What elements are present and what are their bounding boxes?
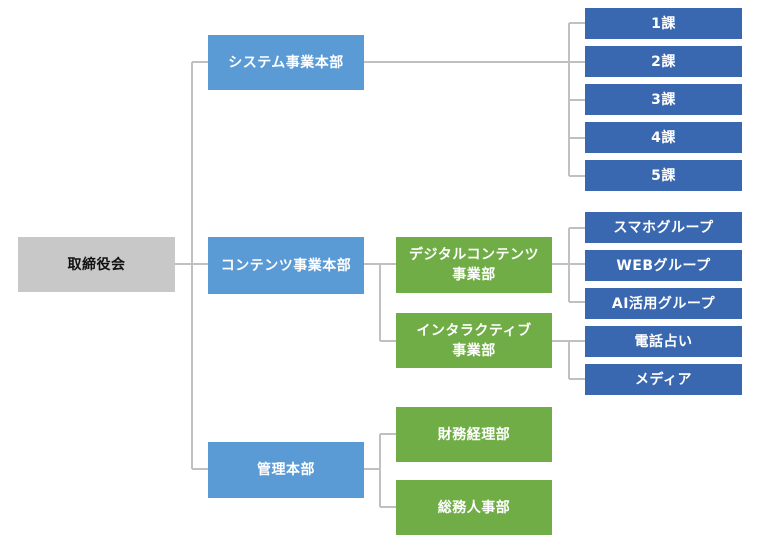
department-digital-content-box: デジタルコンテンツ 事業部 — [396, 237, 552, 293]
department-general-affairs-box: 総務人事部 — [396, 480, 552, 535]
section-2-box: 2課 — [585, 46, 742, 77]
section-4-box: 4課 — [585, 122, 742, 153]
division-content-box: コンテンツ事業本部 — [208, 237, 364, 294]
section-3-box: 3課 — [585, 84, 742, 115]
department-finance-box: 財務経理部 — [396, 407, 552, 462]
board-of-directors-box: 取締役会 — [18, 237, 175, 292]
group-smartphone-box: スマホグループ — [585, 212, 742, 243]
group-web-box: WEBグループ — [585, 250, 742, 281]
department-interactive-box: インタラクティブ 事業部 — [396, 313, 552, 368]
division-admin-box: 管理本部 — [208, 442, 364, 498]
group-phone-fortune-box: 電話占い — [585, 326, 742, 357]
section-1-box: 1課 — [585, 8, 742, 39]
division-system-box: システム事業本部 — [208, 35, 364, 90]
group-media-box: メディア — [585, 364, 742, 395]
section-5-box: 5課 — [585, 160, 742, 191]
group-ai-box: AI活用グループ — [585, 288, 742, 319]
